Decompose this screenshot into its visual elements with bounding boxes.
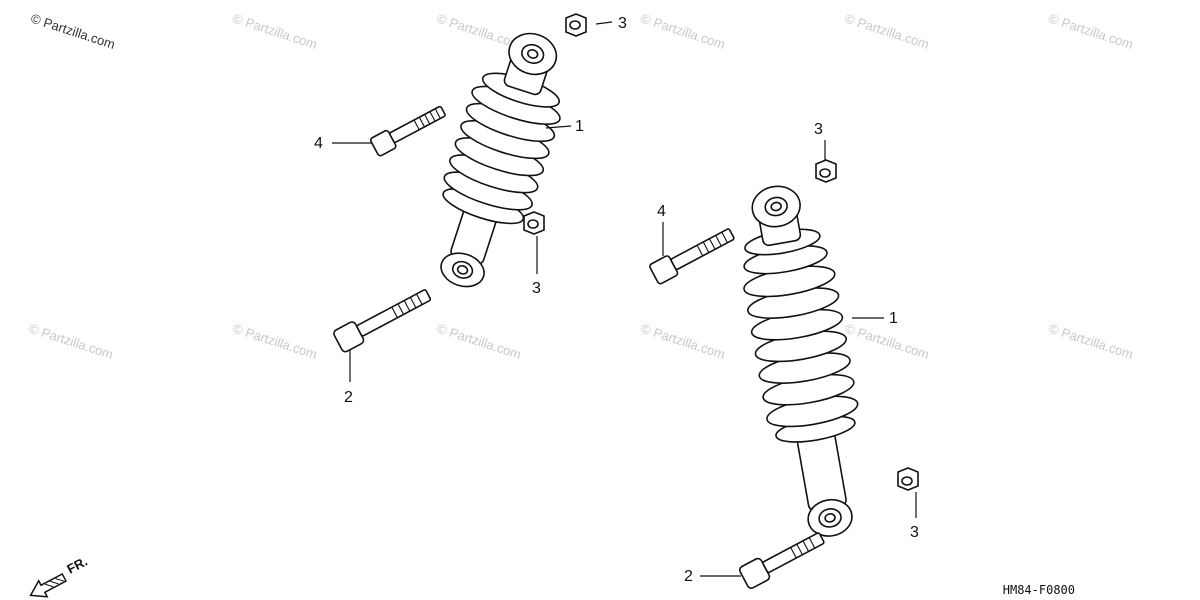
callout-left-upper-bolt: 4 [314, 135, 323, 152]
watermark-tile: © Partzilla.com [231, 321, 319, 362]
watermark-tile: © Partzilla.com [843, 321, 931, 362]
front-label: FR. [64, 554, 90, 577]
watermark-tile: © Partzilla.com [27, 321, 115, 362]
callout-top-nut-left: 3 [618, 15, 627, 32]
watermark-tile: © Partzilla.com [639, 321, 727, 362]
callout-lower-nut-right: 3 [910, 524, 919, 541]
leader-lines [332, 21, 917, 577]
watermark-corner: © Partzilla.com [29, 11, 117, 52]
spring-coils [442, 72, 561, 225]
callout-left-lower-bolt: 2 [344, 389, 353, 406]
callout-left-shock: 1 [575, 118, 584, 135]
right-shock-absorber [743, 185, 859, 537]
top-nut-left [565, 13, 587, 37]
callout-top-nut-right: 3 [814, 121, 823, 138]
top-nut-right [815, 159, 837, 183]
watermark-tile: © Partzilla.com [1047, 321, 1135, 362]
callout-labels: 3 1 4 3 2 3 4 1 3 2 [314, 15, 919, 585]
callout-mid-nut-left: 3 [532, 280, 541, 297]
callout-right-shock: 1 [889, 310, 898, 327]
mid-nut-left [523, 211, 545, 235]
callout-right-upper-bolt: 4 [657, 203, 666, 220]
watermark-tile: © Partzilla.com [639, 11, 727, 52]
watermark-tile: © Partzilla.com [843, 11, 931, 52]
front-arrow-icon [29, 572, 68, 598]
watermark-tile: © Partzilla.com [435, 321, 523, 362]
diagram-code: HM84-F0800 [1003, 583, 1075, 597]
right-lower-bolt [738, 532, 825, 589]
watermark-tile: © Partzilla.com [231, 11, 319, 52]
left-lower-bolt [333, 289, 432, 353]
left-upper-bolt [370, 105, 446, 157]
watermark-tile: © Partzilla.com [1047, 11, 1135, 52]
spring-coils [743, 228, 859, 443]
left-shock-absorber [440, 32, 561, 288]
watermark-layer: © Partzilla.com © Partzilla.com © Partzi… [27, 11, 1135, 362]
lower-nut-right [897, 467, 919, 491]
right-upper-bolt [649, 228, 735, 285]
front-direction-indicator: FR. [29, 554, 90, 598]
callout-right-lower-bolt: 2 [684, 568, 693, 585]
